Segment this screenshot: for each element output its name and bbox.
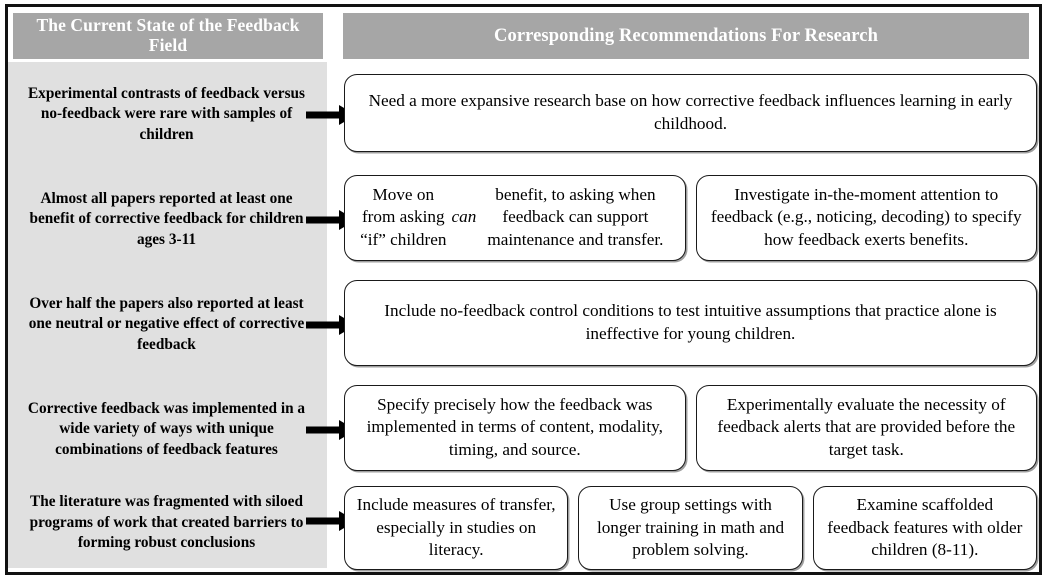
header-right-title: Corresponding Recommendations For Resear…: [343, 13, 1029, 59]
table-row: Almost all papers reported at least one …: [8, 167, 1039, 272]
left-column-background: [8, 62, 327, 568]
recommendation-box: Specify precisely how the feedback was i…: [344, 384, 686, 471]
recommendation-box: Include measures of transfer, especially…: [344, 486, 569, 570]
state-statement: The literature was fragmented with siloe…: [29, 493, 304, 552]
state-statement: Over half the papers also reported at le…: [28, 294, 305, 353]
recommendation-box: Use group settings with longer training …: [578, 486, 803, 570]
recommendation-boxes: Include measures of transfer, especially…: [344, 482, 1039, 570]
table-row: Corrective feedback was implemented in a…: [8, 377, 1039, 482]
state-statement: Corrective feedback was implemented in a…: [27, 399, 306, 458]
table-row: The literature was fragmented with siloe…: [8, 482, 1039, 570]
recommendation-box: Move on from asking “if” children can be…: [344, 174, 686, 261]
recommendation-box: Investigate in-the-moment attention to f…: [695, 174, 1037, 261]
recommendation-box: Need a more expansive research base on h…: [344, 73, 1037, 152]
state-statement: Experimental contrasts of feedback versu…: [27, 84, 305, 143]
recommendation-box: Include no-feedback control conditions t…: [344, 279, 1037, 366]
recommendation-boxes: Need a more expansive research base on h…: [344, 62, 1039, 167]
table-row: Experimental contrasts of feedback versu…: [8, 62, 1039, 167]
table-row: Over half the papers also reported at le…: [8, 272, 1039, 377]
recommendation-box: Experimentally evaluate the necessity of…: [695, 384, 1037, 471]
recommendation-boxes: Specify precisely how the feedback was i…: [344, 377, 1039, 482]
header-left-title: The Current State of the Feedback Field: [13, 13, 323, 59]
table-header-row: The Current State of the Feedback Field …: [8, 7, 1039, 61]
recommendation-box: Examine scaffolded feedback features wit…: [812, 486, 1037, 570]
recommendation-boxes: Include no-feedback control conditions t…: [344, 272, 1039, 377]
state-statement: Almost all papers reported at least one …: [29, 189, 304, 248]
recommendation-boxes: Move on from asking “if” children can be…: [344, 167, 1039, 272]
